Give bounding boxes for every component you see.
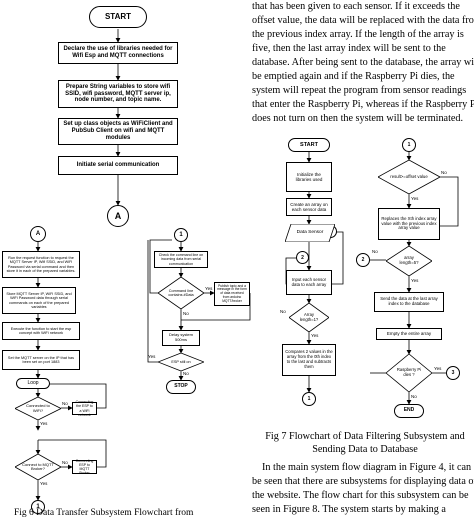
decision-command-data-shape <box>158 277 204 309</box>
connector-1-right: 1 <box>402 138 416 152</box>
start-terminal-fig7: START <box>288 138 330 152</box>
no-label: No <box>183 371 189 376</box>
yes-label: Yes <box>434 366 442 371</box>
decision-esp-on: ESP still on <box>171 359 191 364</box>
delay-step: Delay system 500ms <box>162 330 200 346</box>
compare-values-step: Compares 2 values in the array from the … <box>282 344 336 376</box>
empty-array-step: Empty the entire array <box>376 328 442 340</box>
connector-2-left: 2 <box>296 251 309 264</box>
decision-raspberry-dies: Raspberry Pi dies ? <box>396 367 422 377</box>
paragraph-line: be seen that there are subsystems for di… <box>252 476 474 487</box>
connector-1-middle: 1 <box>174 228 188 242</box>
execute-wifi-step: Execute the function to start the esp co… <box>2 322 80 340</box>
fig6-caption: Fig 6 Data Transfer Subsystem Flowchart … <box>14 508 194 518</box>
yes-label: Yes <box>40 481 48 486</box>
decision-raspberry-shape <box>386 354 432 392</box>
decision-array-length-5: array length=5? <box>399 255 419 265</box>
check-command-step: Check the command line on incoming data … <box>154 251 208 268</box>
paragraph-line: the previous index array. If the length … <box>252 29 464 40</box>
connector-a-top: A <box>107 205 129 227</box>
no-label: No <box>372 249 378 254</box>
prepare-variables-step: Prepare String variables to store wifi S… <box>58 80 178 108</box>
yes-label: Yes <box>40 421 48 426</box>
connector-2-right: 2 <box>356 253 370 267</box>
paragraph-line: the website. The flow chart for this sub… <box>252 490 469 501</box>
paragraph-line: that has been given to each sensor. If i… <box>252 1 460 12</box>
paragraph-line: In the main system flow diagram in Figur… <box>262 462 472 473</box>
decision-connected-wifi-shape <box>15 397 61 420</box>
decision-array-length-shape <box>289 303 329 332</box>
create-array-step: Create an array on each sensor data <box>286 198 332 216</box>
no-label: No <box>62 460 68 465</box>
decision-offset-shape <box>378 160 440 194</box>
fig7-caption: Fig 7 Flowchart of Data Filtering Subsys… <box>265 431 465 455</box>
paragraph-line: offset value, the data will be replaced … <box>252 15 474 26</box>
yes-label: Yes <box>311 333 319 338</box>
paragraph-line: database. After being sent to the databa… <box>252 57 474 68</box>
initialize-libraries-step: Initialize the libraries used <box>286 162 332 192</box>
decision-result-offset: result>=offset value <box>390 173 428 179</box>
start-terminal: START <box>89 6 147 28</box>
paragraph-line: that enter the Raspberry Pi, whereas if … <box>252 99 474 110</box>
connector-1-bottom: 1 <box>31 500 45 514</box>
no-label: No <box>441 170 447 175</box>
yes-label: Yes <box>148 354 156 359</box>
connector-a-start: A <box>30 226 46 242</box>
paragraph-line: seen in Figure 8. The system starts by m… <box>252 504 446 515</box>
setup-class-objects-step: Set up class objects as WiFiClient and P… <box>58 118 178 145</box>
decision-connect-mqtt-shape <box>15 454 61 480</box>
stop-terminal: STOP <box>166 380 196 394</box>
connect-esp-wifi-step: Connecting the ESP to a WiFi network <box>72 400 97 417</box>
decision-command-data: Command line contains #Data <box>168 288 194 297</box>
data-sensor-io-shape <box>285 224 335 242</box>
initiate-serial-step: Initiate serial communication <box>58 156 178 175</box>
decision-esp-on-shape <box>158 353 204 371</box>
paragraph-bottom: In the main system flow diagram in Figur… <box>252 461 474 517</box>
loop-terminal: Loop <box>16 378 50 389</box>
no-label: No <box>183 311 189 316</box>
no-label: No <box>62 401 68 406</box>
connector-1-left: 1 <box>302 392 316 406</box>
paragraph-line: system will repeat the program from sens… <box>252 85 467 96</box>
decision-array-length-1: Array length=1? <box>299 311 319 322</box>
input-sensor-data-step: Input each sensor data to each array <box>286 270 332 295</box>
send-to-database-step: Send the data at the last array index to… <box>374 292 444 312</box>
no-label: No <box>411 394 417 399</box>
set-mqtt-server-step: Set the MQTT server on the IP that has b… <box>2 350 80 370</box>
end-terminal: END <box>394 404 424 418</box>
request-function-step: Run the request function to request the … <box>2 251 80 278</box>
decision-connect-mqtt: Connect to MQTT Broker? <box>22 461 54 471</box>
yes-label: Yes <box>411 196 419 201</box>
connector-3-right: 3 <box>446 366 460 380</box>
declare-libraries-step: Declare the use of libraries needed for … <box>58 42 178 64</box>
yes-label: Yes <box>411 278 419 283</box>
paragraph-top: that has been given to each sensor. If i… <box>252 0 474 126</box>
yes-label: Yes <box>205 286 213 291</box>
paragraph-line: five, then the last array index will be … <box>252 43 446 54</box>
no-label: No <box>280 309 286 314</box>
data-sensor-input: Data Sensor <box>296 230 324 236</box>
paragraph-line: does not turn on then the system will be… <box>252 113 464 124</box>
publish-topic-step: Publish topic and a message in the form … <box>214 282 250 306</box>
decision-connected-wifi: Connected to WiFi? <box>26 403 50 413</box>
decision-array-length-5-shape <box>386 246 432 276</box>
replace-array-value-step: Replaces the Xth index array value with … <box>378 208 440 240</box>
connect-esp-mqtt-step: Connecting ESP to MQTT Broker <box>72 459 97 475</box>
paragraph-line: be emptied again and if the Raspberry Pi… <box>252 71 455 82</box>
store-data-step: Store MQTT Server IP, WiFi SSID, and WiF… <box>2 287 76 314</box>
